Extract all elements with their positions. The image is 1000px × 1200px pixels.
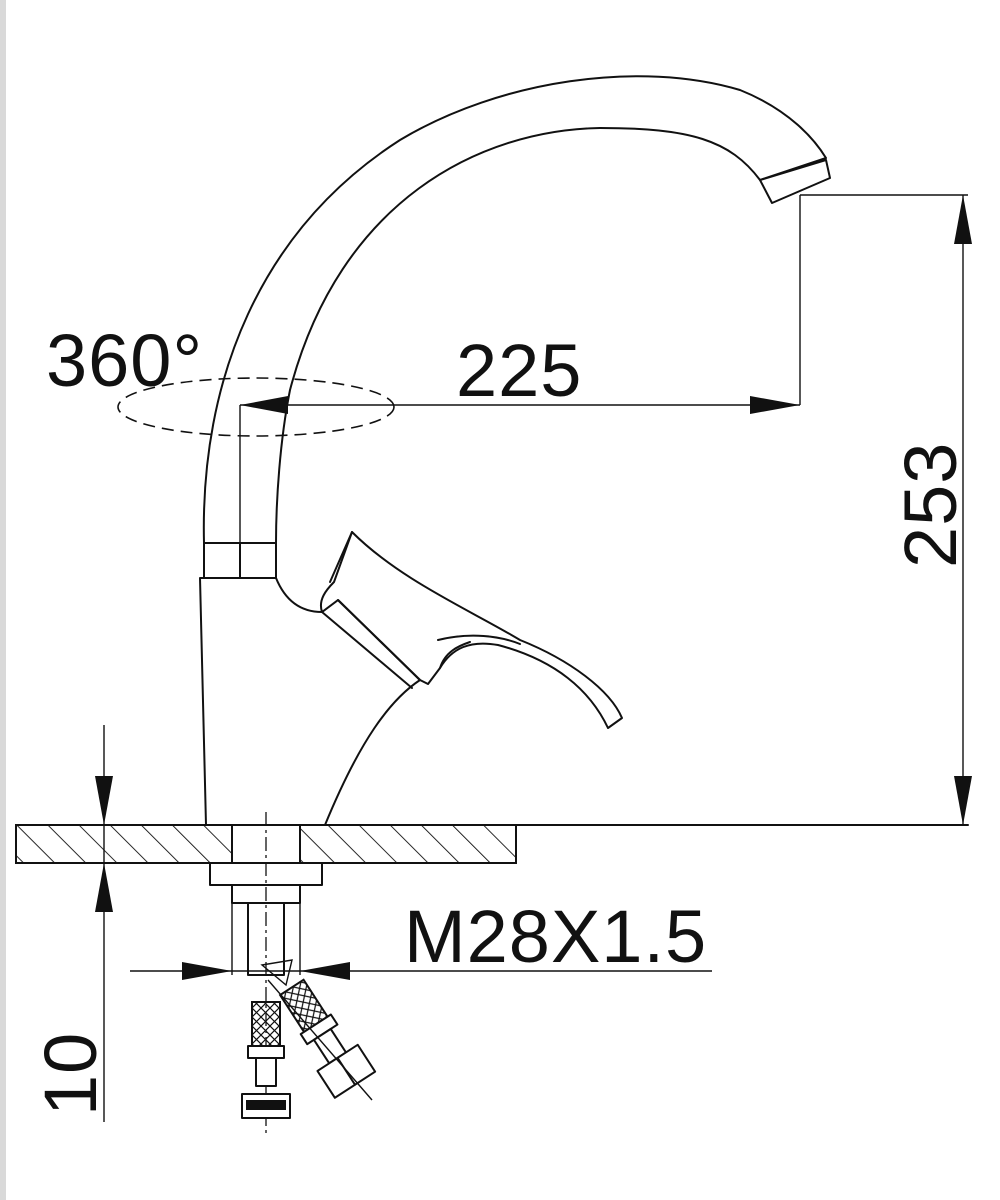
mounting-stem <box>209 812 323 1135</box>
thread-label: M28X1.5 <box>404 895 707 978</box>
reach-dimension <box>240 194 968 414</box>
faucet-body <box>199 75 831 826</box>
height-label: 253 <box>889 442 972 568</box>
reach-label: 225 <box>456 329 582 412</box>
deck-section <box>15 823 969 865</box>
rotation-label: 360° <box>46 319 203 402</box>
rotation-indicator <box>117 377 395 437</box>
supply-hoses <box>241 959 377 1119</box>
deck-thickness-dimension <box>95 725 113 1122</box>
height-dimension <box>954 195 972 825</box>
deck-thickness-label: 10 <box>29 1032 112 1116</box>
page-edge <box>0 0 6 1200</box>
thread-dimension <box>130 900 712 980</box>
